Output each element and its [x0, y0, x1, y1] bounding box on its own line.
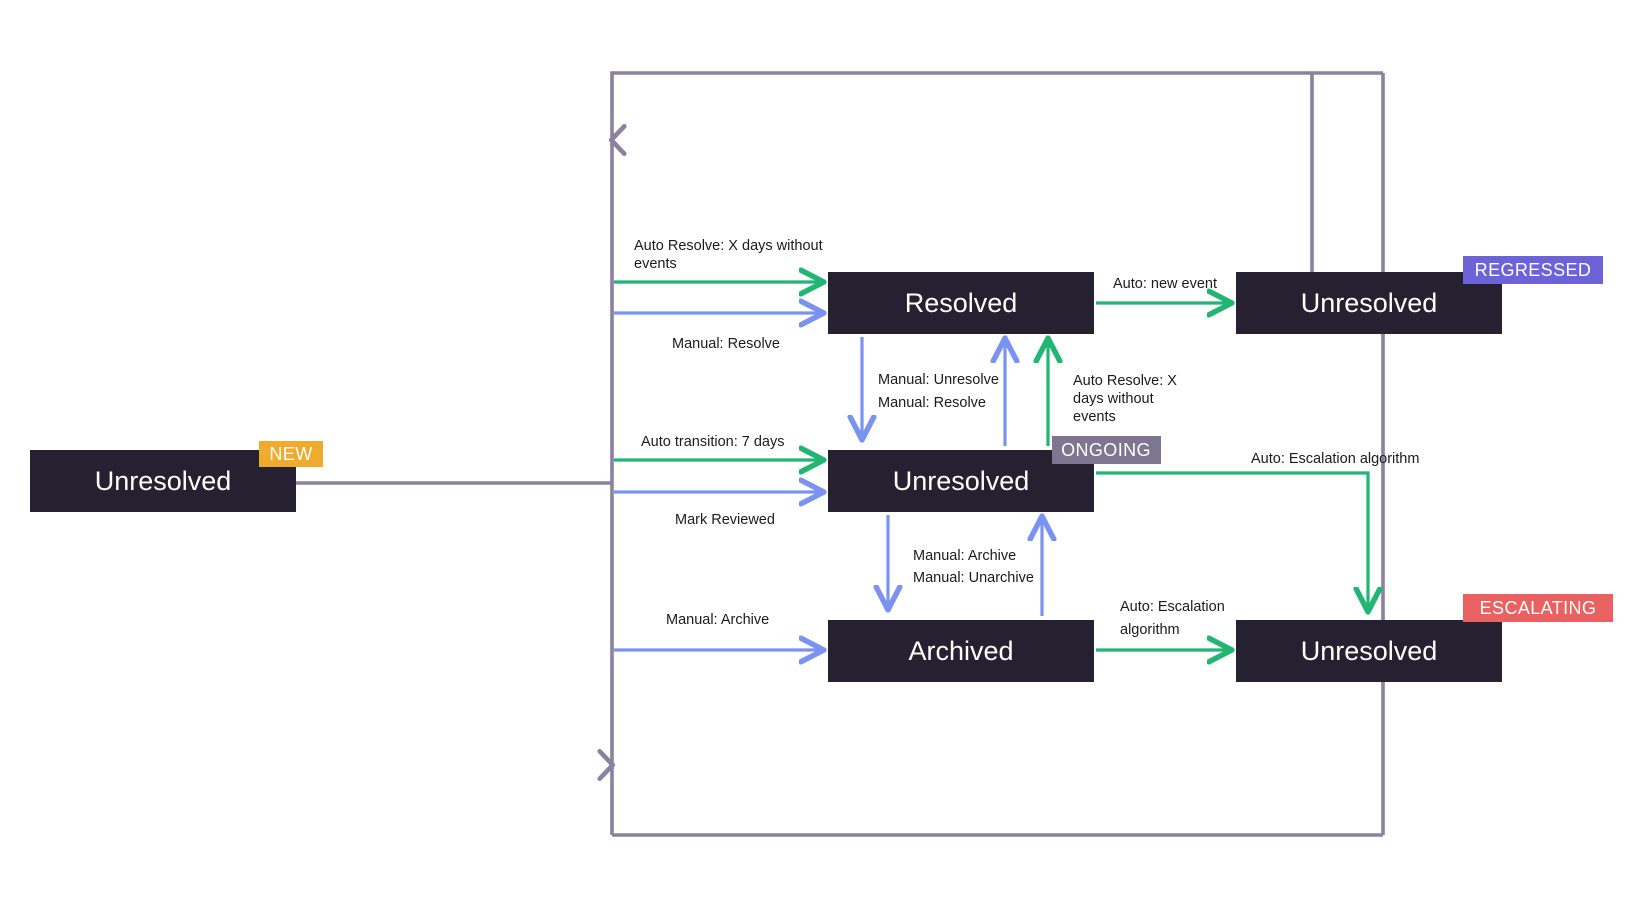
node-unresolved-escalating[interactable]: Unresolved: [1236, 620, 1502, 682]
label-manual-resolve: Manual: Resolve: [672, 336, 780, 352]
badge-new: NEW: [259, 441, 323, 467]
node-label-new: Unresolved: [95, 466, 232, 496]
node-archived[interactable]: Archived: [828, 620, 1094, 682]
label-auto-resolve-x-days-2-line2: days without: [1073, 391, 1154, 407]
node-box-ongoing: [828, 450, 1094, 512]
node-unresolved-new[interactable]: Unresolved: [30, 450, 296, 512]
edge-auto-escalation-ongoing: [1096, 471, 1368, 610]
node-unresolved-ongoing[interactable]: Unresolved: [828, 450, 1094, 512]
label-auto-resolve-x-days-2-line1: Auto Resolve: X: [1073, 373, 1177, 389]
label-auto-escalation-algorithm-top: Auto: Escalation algorithm: [1251, 451, 1419, 467]
label-auto-resolve-x-days-2-line3: events: [1073, 409, 1116, 425]
label-auto-escalation-line2: algorithm: [1120, 622, 1180, 638]
frame-loop-bottom: [597, 73, 1385, 837]
label-manual-archive-vertical: Manual: Archive: [913, 548, 1016, 564]
label-mark-reviewed: Mark Reviewed: [675, 512, 775, 528]
node-resolved[interactable]: Resolved: [828, 272, 1094, 334]
label-auto-new-event: Auto: new event: [1113, 276, 1217, 292]
label-auto-resolve-x-days-line1: Auto Resolve: X days without: [634, 238, 823, 254]
label-manual-unresolve: Manual: Unresolve: [878, 372, 999, 388]
label-manual-unarchive-vertical: Manual: Unarchive: [913, 570, 1034, 586]
badge-box-regressed: [1463, 256, 1603, 284]
node-label-ongoing: Unresolved: [893, 466, 1030, 496]
badge-label-new: NEW: [269, 444, 312, 464]
badge-box-new: [259, 441, 323, 467]
label-auto-transition-7-days: Auto transition: 7 days: [641, 434, 784, 450]
node-unresolved-regressed[interactable]: Unresolved: [1236, 272, 1502, 334]
node-label-escalating: Unresolved: [1301, 636, 1438, 666]
badge-escalating: ESCALATING: [1463, 594, 1613, 622]
node-label-regressed: Unresolved: [1301, 288, 1438, 318]
node-box-escalating: [1236, 620, 1502, 682]
node-label-resolved: Resolved: [905, 288, 1018, 318]
badge-label-escalating: ESCALATING: [1480, 598, 1597, 618]
node-label-archived: Archived: [908, 636, 1013, 666]
label-manual-archive: Manual: Archive: [666, 612, 769, 628]
badge-label-regressed: REGRESSED: [1475, 260, 1592, 280]
label-auto-escalation-line1: Auto: Escalation: [1120, 599, 1225, 615]
frame-loop-top: [608, 71, 1383, 483]
label-auto-resolve-x-days-line2: events: [634, 256, 677, 272]
node-box-resolved: [828, 272, 1094, 334]
label-manual-resolve-2: Manual: Resolve: [878, 395, 986, 411]
node-box-regressed: [1236, 272, 1502, 334]
badge-regressed: REGRESSED: [1463, 256, 1603, 284]
node-box-new: [30, 450, 296, 512]
badge-box-escalating: [1463, 594, 1613, 622]
badge-box-ongoing: [1052, 436, 1161, 464]
node-box-archived: [828, 620, 1094, 682]
badge-ongoing: ONGOING: [1052, 436, 1161, 464]
badge-label-ongoing: ONGOING: [1061, 440, 1151, 460]
